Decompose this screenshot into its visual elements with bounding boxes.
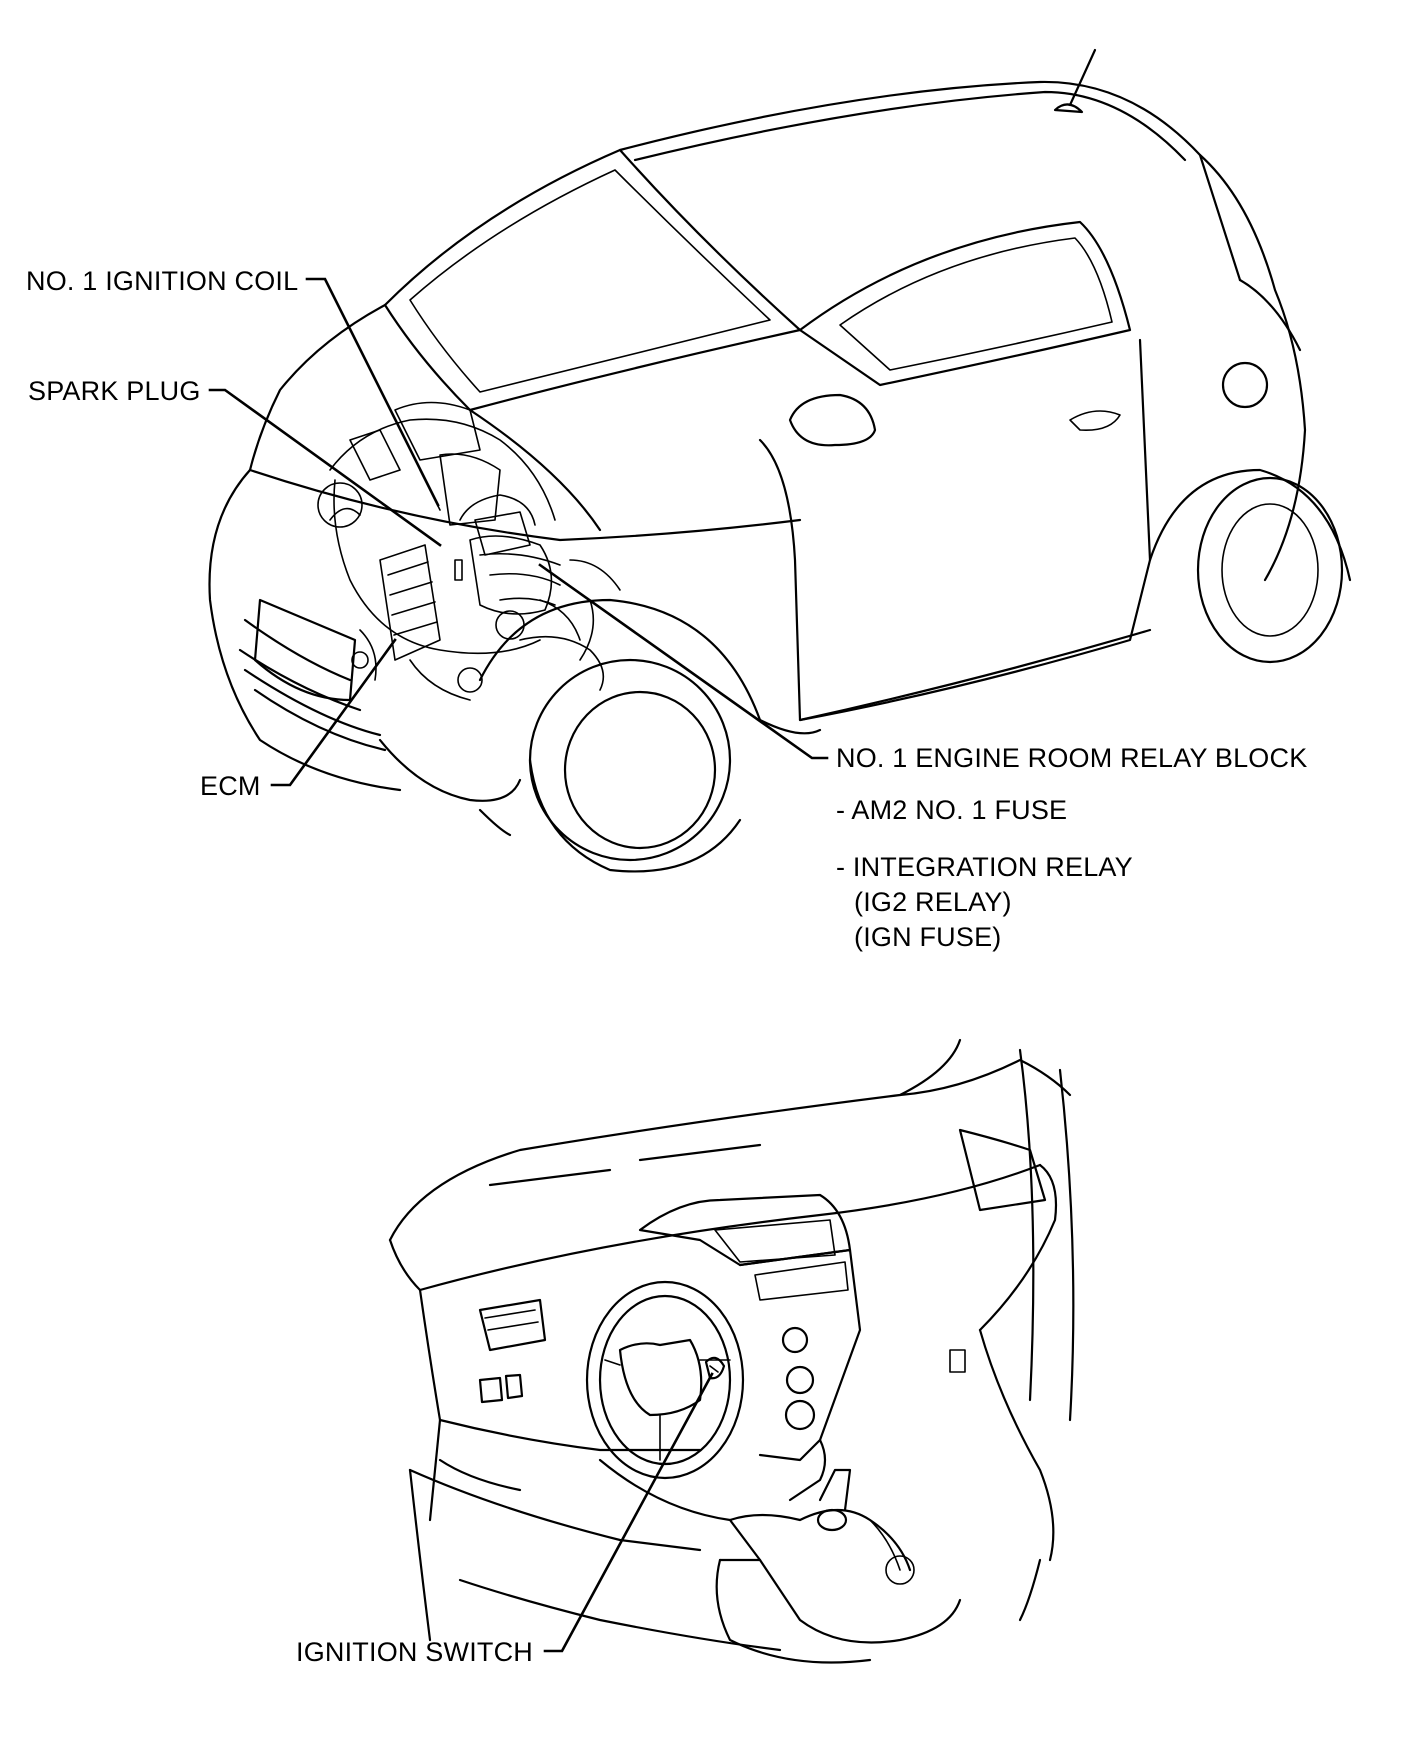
label-ignition-coil: NO. 1 IGNITION COIL — [26, 266, 299, 296]
label-ecm: ECM — [200, 771, 261, 801]
label-ig2-relay: (IG2 RELAY) — [854, 887, 1012, 917]
label-am2-fuse: - AM2 NO. 1 FUSE — [836, 795, 1068, 825]
label-ignition-switch: IGNITION SWITCH — [296, 1637, 533, 1667]
label-integration-relay: - INTEGRATION RELAY — [836, 852, 1133, 882]
label-relay-block: NO. 1 ENGINE ROOM RELAY BLOCK — [836, 743, 1308, 773]
leader-lines-top — [208, 277, 829, 787]
label-spark-plug: SPARK PLUG — [28, 376, 201, 406]
leader-line-bottom — [543, 1372, 714, 1653]
car-illustration — [208, 48, 1352, 873]
dashboard-illustration — [388, 1038, 1075, 1664]
engine-compartment — [317, 401, 621, 701]
label-ign-fuse: (IGN FUSE) — [854, 922, 1002, 952]
